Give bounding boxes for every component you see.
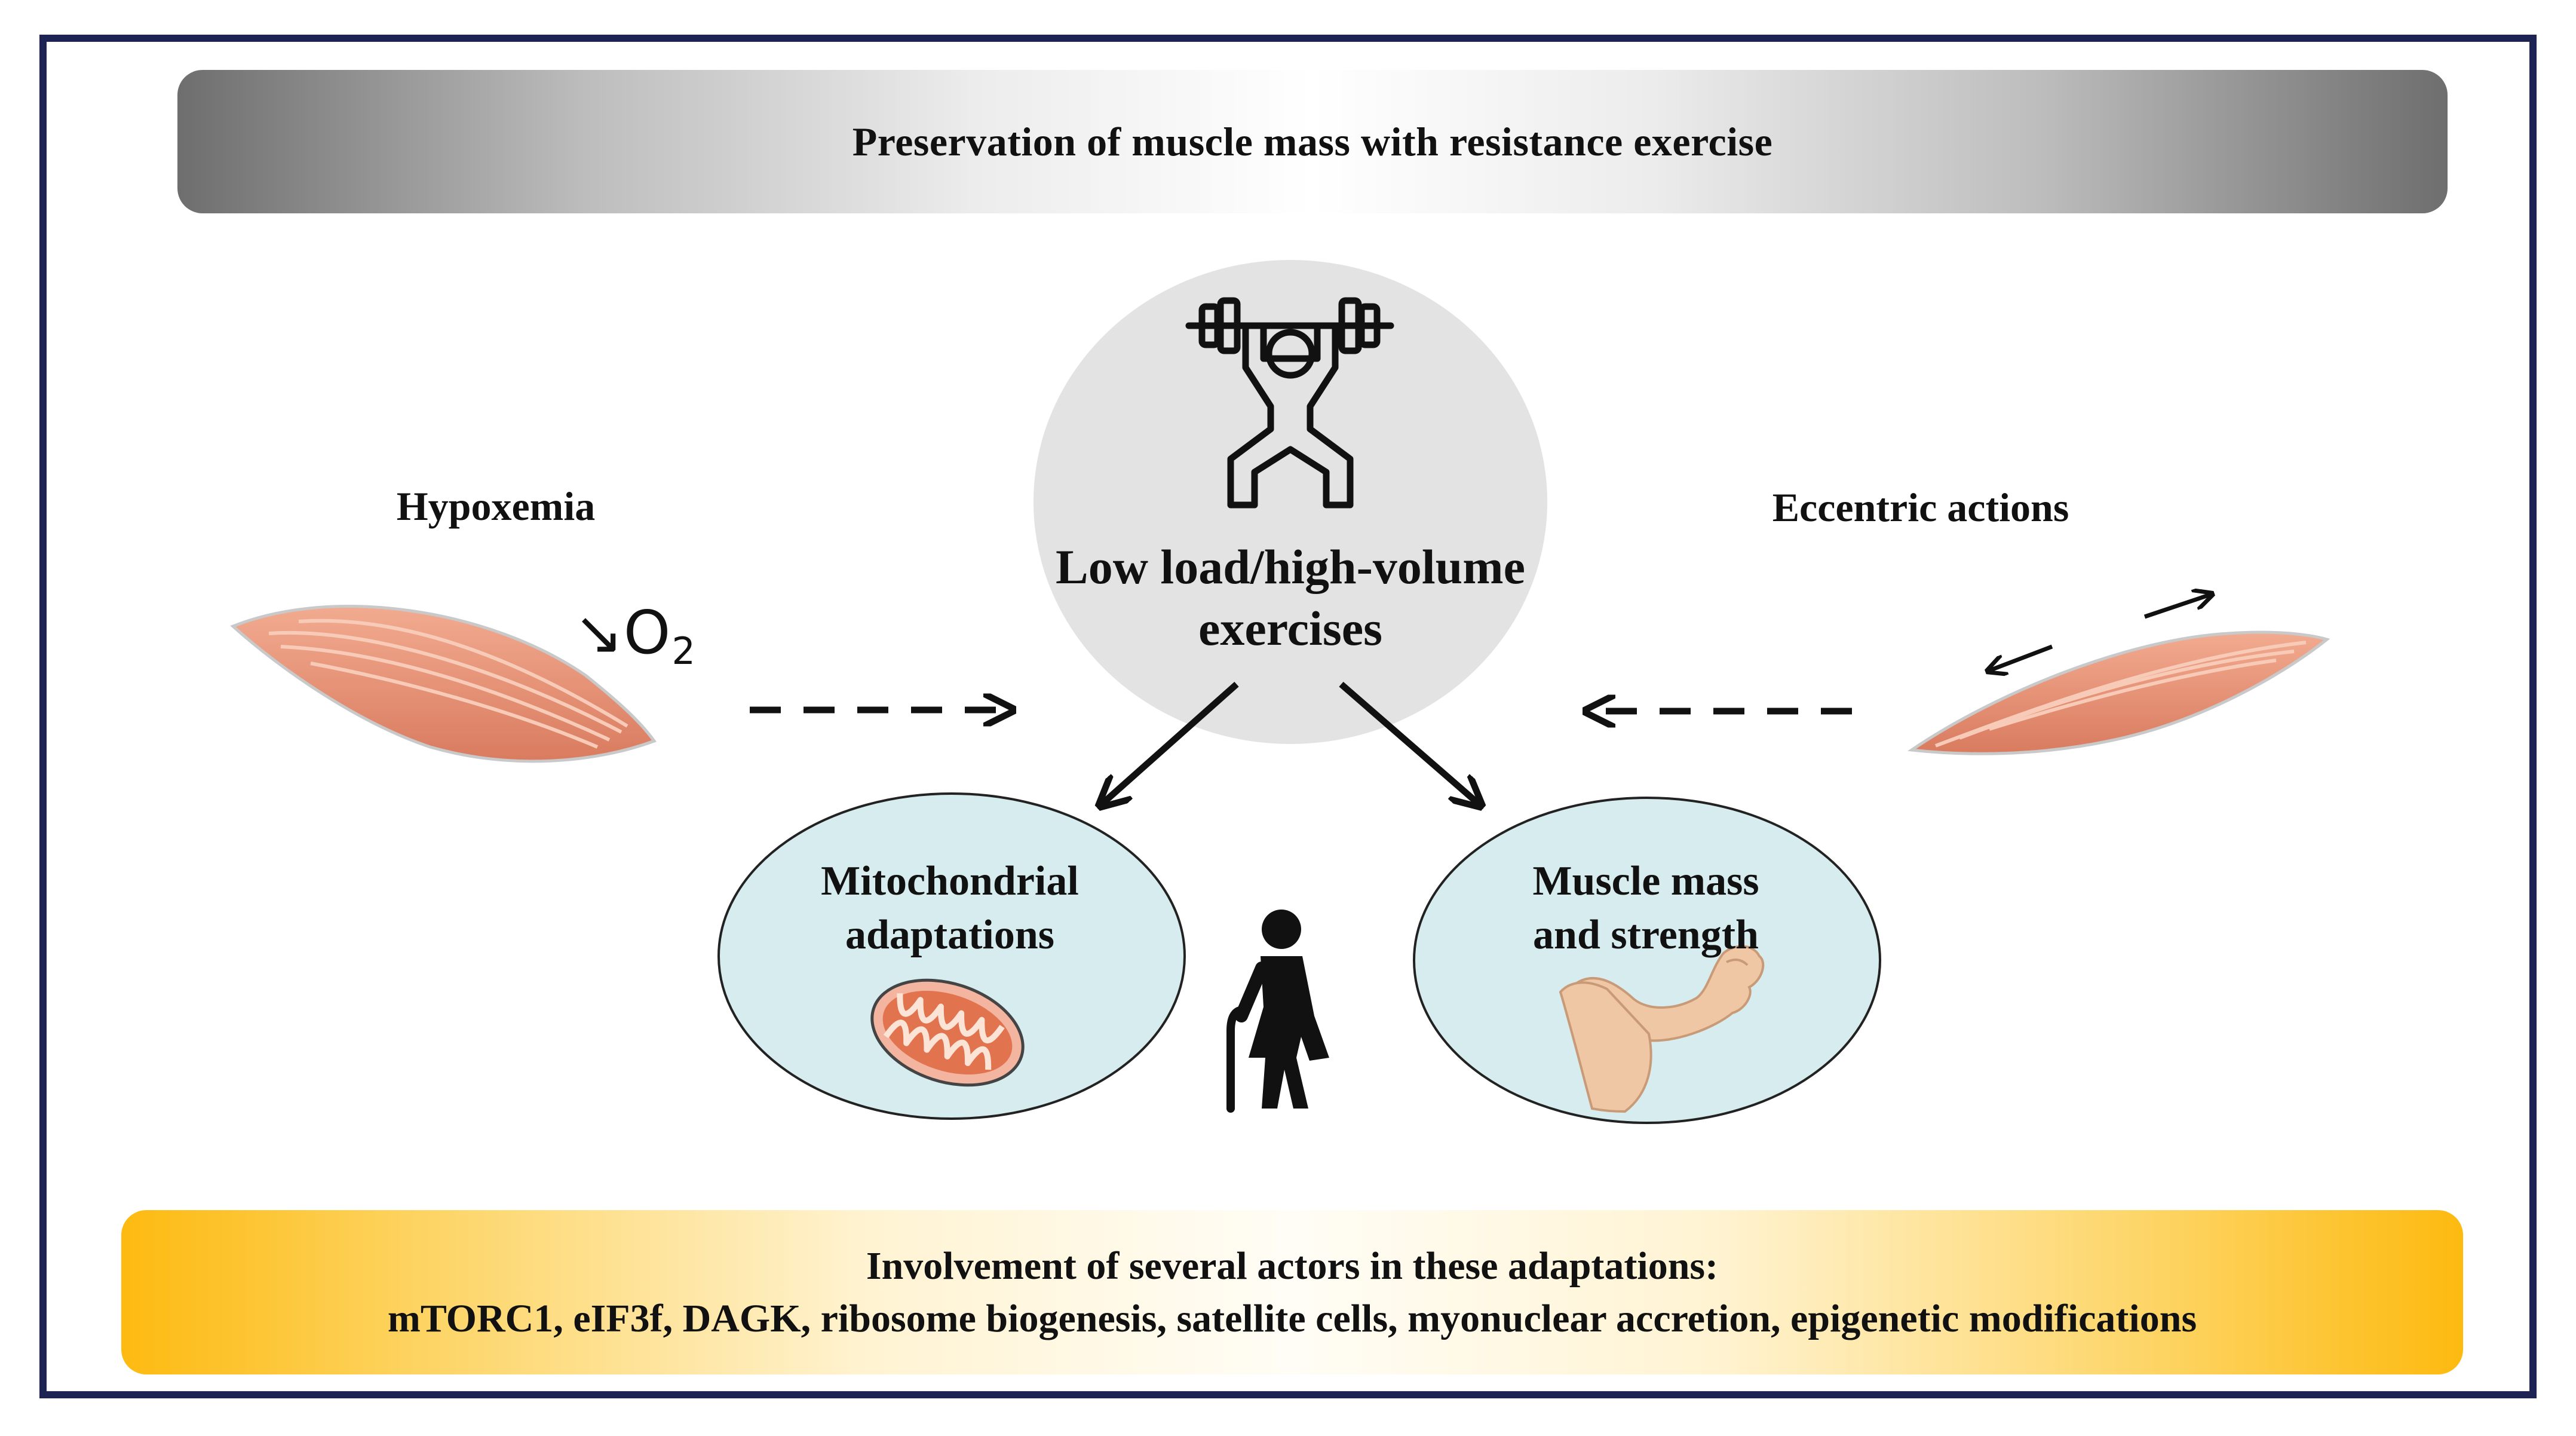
mitochondrial-label-line1: Mitochondrial xyxy=(821,858,1079,904)
footer-heading: Involvement of several actors in these a… xyxy=(866,1244,1719,1288)
reduced-oxygen-label: ↘O2 xyxy=(574,598,695,673)
mitochondria-icon xyxy=(870,978,1025,1087)
center-ellipse xyxy=(1034,260,1547,744)
center-label-line2: exercises xyxy=(1198,601,1383,656)
flexed-arm-icon xyxy=(1559,945,1765,1113)
hypoxemia-label: Hypoxemia xyxy=(396,483,596,529)
mitochondrial-ellipse xyxy=(717,792,1186,1120)
center-label: Low load/high-volume exercises xyxy=(1016,537,1565,659)
muscle-left-icon xyxy=(230,605,657,763)
down-arrow-symbol: ↘ xyxy=(574,598,624,668)
mitochondrial-label: Mitochondrial adaptations xyxy=(753,855,1147,962)
arrow-to-mitochondrial xyxy=(1102,681,1239,804)
footer-banner: Involvement of several actors in these a… xyxy=(121,1210,2463,1374)
muscle-strength-label: Muscle mass and strength xyxy=(1458,855,1834,962)
muscle-right-icon xyxy=(1907,595,2330,755)
arrow-to-muscle xyxy=(1339,681,1479,804)
muscle-strength-label-line1: Muscle mass xyxy=(1532,858,1759,904)
oxygen-subscript: 2 xyxy=(671,629,695,673)
stretch-arrow-left xyxy=(1989,644,2053,670)
footer-actors-list: mTORC1, eIF3f, DAGK, ribosome biogenesis… xyxy=(387,1296,2197,1340)
muscle-strength-ellipse xyxy=(1413,797,1881,1124)
muscle-strength-label-line2: and strength xyxy=(1533,911,1759,958)
eccentric-actions-label: Eccentric actions xyxy=(1772,485,2069,530)
oxygen-symbol: O xyxy=(623,598,671,668)
center-label-line1: Low load/high-volume xyxy=(1056,540,1525,594)
mitochondrial-label-line2: adaptations xyxy=(845,911,1055,958)
title-banner: Preservation of muscle mass with resista… xyxy=(177,70,2448,213)
stretch-arrow-right xyxy=(2143,595,2210,619)
elderly-person-icon xyxy=(1226,910,1329,1113)
figure-title: Preservation of muscle mass with resista… xyxy=(852,118,1773,164)
weightlifter-icon xyxy=(1185,297,1394,509)
